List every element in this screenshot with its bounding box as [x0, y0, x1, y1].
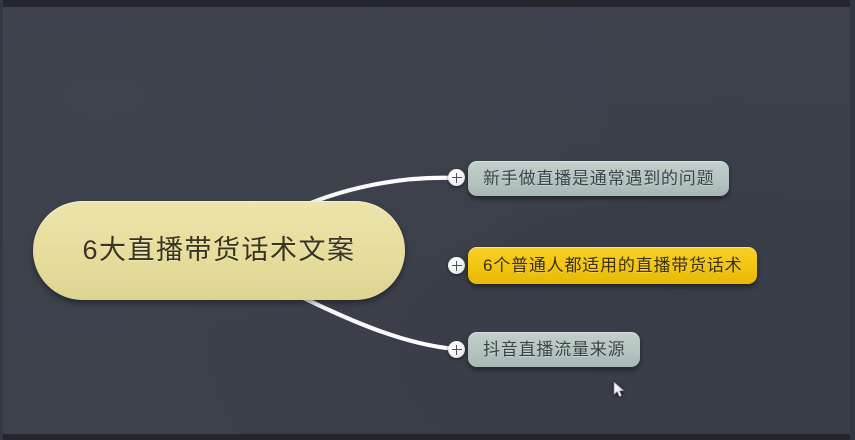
mouse-cursor-icon: [613, 381, 625, 397]
root-node-label: 6大直播带货话术文案: [82, 235, 356, 265]
branch-node-3-label: 抖音直播流量来源: [483, 340, 626, 359]
expander-branch-1[interactable]: [448, 169, 465, 186]
branch-node-2[interactable]: 6个普通人都适用的直播带货话术: [468, 247, 758, 284]
connector-branch-3: [288, 289, 458, 352]
frame-top-band: [0, 0, 855, 7]
expander-branch-2[interactable]: [448, 257, 465, 274]
branch-node-2-label: 6个普通人都适用的直播带货话术: [483, 256, 743, 275]
frame-bottom-band: [0, 434, 855, 440]
expander-branch-3[interactable]: [448, 341, 465, 358]
branch-node-3[interactable]: 抖音直播流量来源: [468, 332, 641, 367]
frame-left-band: [0, 0, 3, 440]
frame-right-band: [850, 0, 855, 440]
branch-node-1[interactable]: 新手做直播是通常遇到的问题: [468, 161, 730, 196]
branch-node-1-label: 新手做直播是通常遇到的问题: [483, 169, 715, 188]
root-node[interactable]: 6大直播带货话术文案: [33, 201, 405, 300]
